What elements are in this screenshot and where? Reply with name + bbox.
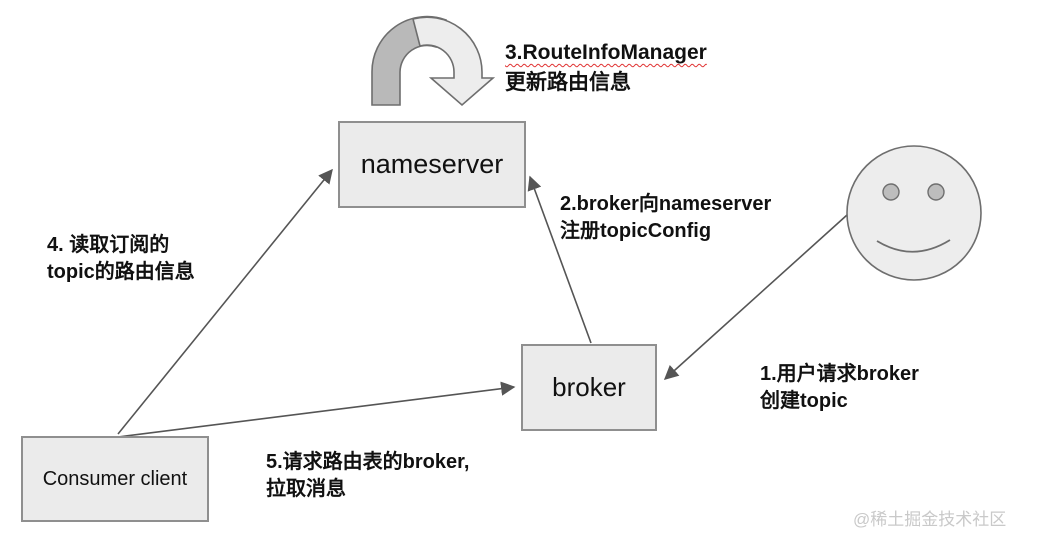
annotation-step3-line1: 3.RouteInfoManager <box>505 41 707 64</box>
annotation-step4-read-route-info: 4. 读取订阅的 topic的路由信息 <box>47 232 195 286</box>
annotation-step2-register-topicconfig: 2.broker向nameserver 注册topicConfig <box>560 191 771 245</box>
annotation-step1-line1: 1.用户请求broker <box>760 363 919 385</box>
watermark-juejin-community: @稀土掘金技术社区 <box>853 510 1007 529</box>
annotation-step5-line2: 拉取消息 <box>266 478 346 500</box>
node-broker: broker <box>521 344 657 431</box>
annotation-step1-create-topic: 1.用户请求broker 创建topic <box>760 361 919 415</box>
smiley-right-eye <box>927 183 945 201</box>
arrow-user-to-broker <box>663 214 848 380</box>
annotation-step5-pull-messages: 5.请求路由表的broker, 拉取消息 <box>266 449 469 503</box>
arrow-consumer-to-broker <box>117 381 516 438</box>
annotation-step4-line1: 4. 读取订阅的 <box>47 234 170 256</box>
annotation-step2-line1: 2.broker向nameserver <box>560 193 772 215</box>
annotation-step1-line2: 创建topic <box>760 390 848 412</box>
node-consumer-client-label: Consumer client <box>42 467 188 490</box>
annotation-step2-line2: 注册topicConfig <box>560 220 712 242</box>
arrow-consumer-to-nameserver <box>117 168 333 435</box>
node-broker-label: broker <box>552 372 626 402</box>
smiley-head <box>846 145 982 281</box>
curved-down-arrow-icon <box>371 15 496 107</box>
arrow-broker-to-nameserver <box>527 175 592 344</box>
smiley-mouth <box>876 239 951 253</box>
annotation-step3-routeinfomanager: 3.RouteInfoManager 更新路由信息 <box>505 38 707 98</box>
annotation-step4-line2: topic的路由信息 <box>47 261 195 283</box>
user-smiley-face-icon <box>846 145 982 281</box>
annotation-step5-line1: 5.请求路由表的broker, <box>266 451 470 473</box>
annotation-step3-line2: 更新路由信息 <box>505 71 631 94</box>
node-nameserver: nameserver <box>338 121 526 208</box>
node-nameserver-label: nameserver <box>360 149 504 179</box>
node-consumer-client: Consumer client <box>21 436 209 522</box>
smiley-left-eye <box>882 183 900 201</box>
